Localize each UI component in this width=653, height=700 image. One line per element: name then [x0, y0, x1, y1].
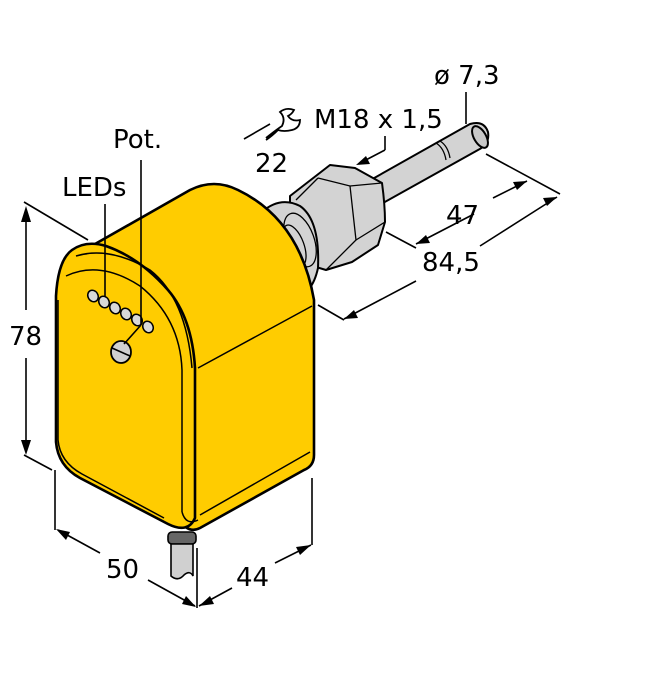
led-3 [108, 301, 122, 315]
sensor-housing [54, 182, 316, 532]
label-probe-diameter: ø 7,3 [434, 61, 500, 91]
label-probe-length: 47 [446, 201, 479, 231]
wrench-icon [243, 107, 301, 141]
label-height: 78 [9, 322, 42, 352]
led-6 [141, 320, 155, 334]
label-thread: M18 x 1,5 [314, 105, 443, 135]
led-indicators [86, 289, 155, 334]
led-4 [119, 307, 133, 321]
label-pot: Pot. [113, 125, 162, 155]
label-depth: 44 [236, 563, 269, 593]
cable [167, 531, 197, 580]
label-width: 50 [106, 555, 139, 585]
label-leds: LEDs [62, 173, 126, 203]
label-wrench-size: 22 [255, 149, 288, 179]
potentiometer-screw-icon [110, 340, 132, 364]
led-2 [97, 295, 111, 309]
label-total-depth: 84,5 [422, 248, 480, 278]
led-1 [86, 289, 100, 303]
